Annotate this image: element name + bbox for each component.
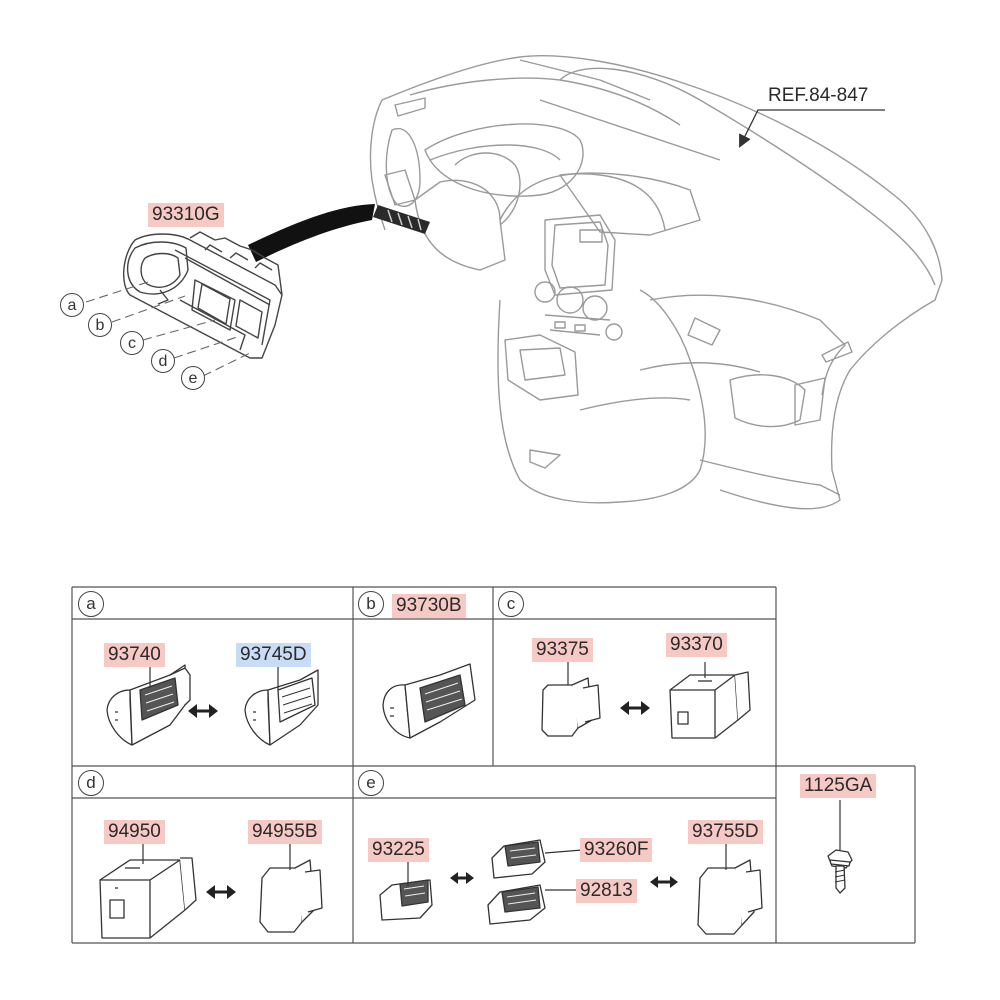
- switch-93260F-drawing: [491, 839, 546, 879]
- part-number-93745D[interactable]: 93745D: [236, 643, 311, 667]
- switch-93740-drawing: [106, 664, 191, 746]
- switch-panel-assembly: [122, 231, 283, 359]
- part-number-94955B[interactable]: 94955B: [248, 820, 322, 844]
- ref-leader: [739, 109, 885, 148]
- parts-table-grid: [71, 586, 916, 944]
- switch-92813-drawing: [487, 884, 546, 925]
- callout-letter-a: a: [60, 293, 84, 317]
- interchange-arrow-e2: [650, 876, 678, 888]
- callout-leaders: [85, 281, 253, 377]
- leader-93260F: [544, 849, 583, 854]
- part-number-93730B[interactable]: 93730B: [392, 594, 466, 618]
- cell-a-letter: a: [78, 591, 104, 617]
- switch-93745D-drawing: [244, 669, 319, 746]
- part-number-93740[interactable]: 93740: [104, 643, 165, 667]
- interchange-arrow-e1: [450, 872, 474, 884]
- switch-93370-drawing: [669, 671, 751, 739]
- part-number-94950[interactable]: 94950: [104, 820, 165, 844]
- switch-93755D-drawing: [697, 859, 763, 935]
- callout-letter-b: b: [88, 313, 112, 337]
- location-pointer: [248, 204, 375, 262]
- part-number-93755D[interactable]: 93755D: [688, 820, 763, 844]
- callout-letter-e: e: [181, 366, 205, 390]
- cell-b-letter: b: [358, 591, 384, 617]
- callout-letter-c: c: [120, 331, 144, 355]
- cell-c-letter: c: [498, 591, 524, 617]
- cell-d-letter: d: [78, 770, 104, 796]
- callout-letter-d: d: [151, 349, 175, 373]
- bolt-1125GA-drawing: [827, 849, 853, 894]
- interchange-arrow-c: [620, 701, 650, 715]
- switch-93225-drawing: [379, 879, 433, 921]
- switch-94955B-drawing: [259, 859, 323, 933]
- reference-label: REF.84-847: [768, 85, 869, 106]
- switch-93730B-drawing: [382, 663, 476, 739]
- part-number-93375[interactable]: 93375: [532, 638, 593, 662]
- dashboard-switch-location: [373, 205, 430, 234]
- switch-94950-drawing: [99, 857, 197, 939]
- part-number-92813[interactable]: 92813: [576, 879, 637, 903]
- switch-93375-drawing: [541, 677, 601, 737]
- part-number-93260F[interactable]: 93260F: [580, 838, 653, 862]
- part-number-93310G[interactable]: 93310G: [148, 203, 224, 227]
- interchange-arrow-a: [188, 704, 218, 718]
- part-number-93370[interactable]: 93370: [666, 633, 727, 657]
- part-number-1125GA[interactable]: 1125GA: [800, 774, 877, 798]
- dashboard-illustration: [369, 55, 943, 510]
- interchange-arrow-d: [206, 885, 236, 899]
- part-number-93225[interactable]: 93225: [368, 838, 429, 862]
- cell-e-letter: e: [358, 770, 384, 796]
